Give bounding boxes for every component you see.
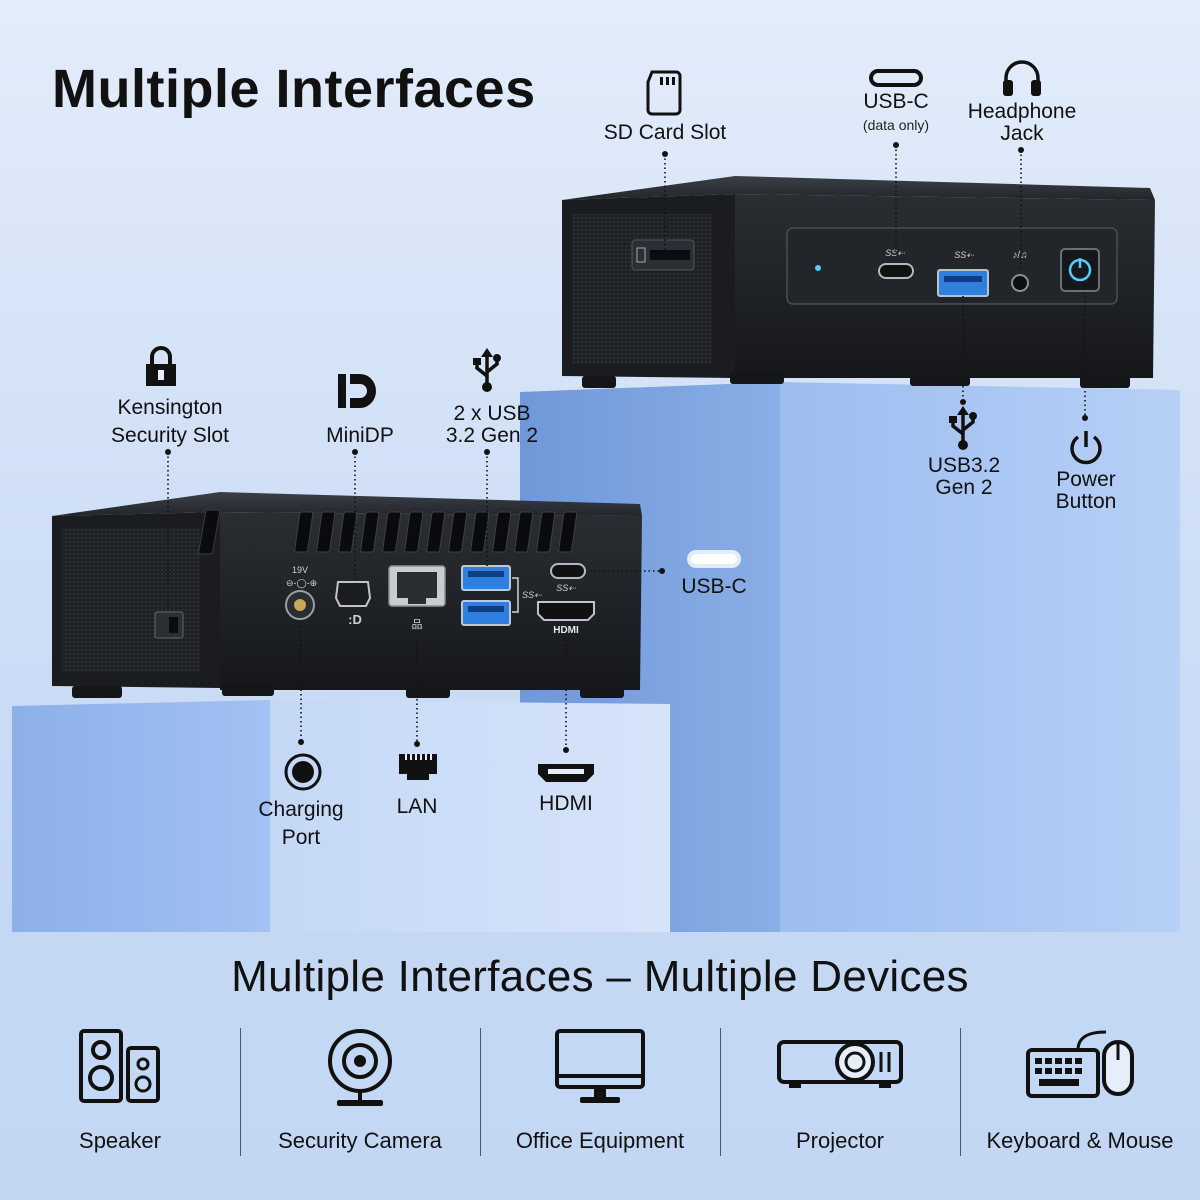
hdmi-mark: HDMI	[553, 625, 579, 636]
vent-slot	[492, 511, 512, 553]
headphone-label-2: Jack	[1000, 122, 1044, 145]
displayport-icon	[338, 374, 376, 408]
device-office-equipment: Office Equipment	[480, 1020, 720, 1170]
vent-slot	[470, 511, 490, 553]
device-keyboard-mouse: Keyboard & Mouse	[960, 1020, 1200, 1170]
divider	[480, 1028, 481, 1156]
usb2x-label-1: 2 x USB	[453, 402, 531, 425]
vent-slot	[360, 511, 380, 553]
device-label: Keyboard & Mouse	[986, 1128, 1174, 1153]
svg-text::D: :D	[348, 612, 362, 627]
headphone-label-1: Headphone	[967, 100, 1077, 123]
vent-slot	[558, 511, 578, 553]
divider	[960, 1028, 961, 1156]
hdmi-icon	[538, 764, 594, 782]
keyboard-mouse-icon	[1026, 1030, 1134, 1098]
svg-text:♪/♫: ♪/♫	[1012, 250, 1027, 261]
page-title: Multiple Interfaces	[52, 59, 536, 119]
vent-slot	[426, 511, 446, 553]
leader-lines	[167, 145, 1086, 750]
minidp-label: MiniDP	[326, 424, 394, 447]
vent-slot	[404, 511, 424, 553]
power-icon	[1070, 431, 1102, 465]
vent-slot	[316, 511, 336, 553]
usb-c-side-label: USB-C	[681, 575, 747, 598]
charging-label-2: Port	[281, 826, 321, 849]
devices-title: Multiple Interfaces – Multiple Devices	[231, 952, 969, 1001]
sd-card-icon	[646, 70, 682, 116]
ethernet-icon	[399, 754, 437, 780]
hdmi-label: HDMI	[539, 792, 593, 815]
lan-label: LAN	[396, 795, 438, 818]
top-device: SS⇠ SS⇠ ♪/♫	[562, 176, 1155, 388]
device-speaker: Speaker	[0, 1020, 240, 1170]
vent-slot	[338, 511, 358, 553]
usb-icon	[473, 348, 501, 392]
charging-label-1: Charging	[258, 798, 344, 821]
vent-slots	[294, 511, 578, 553]
headphone-icon	[1003, 60, 1041, 96]
camera-icon	[328, 1029, 392, 1106]
rear-ports: 19V ⊖-◯-⊕ :D 品 SS⇠ SS⇠ HDMI	[72, 563, 624, 698]
usb-c-side-icon	[687, 550, 741, 568]
speaker-icon	[79, 1029, 160, 1103]
vent-slot	[382, 511, 402, 553]
kensington-label-2: Security Slot	[111, 424, 229, 447]
device-label: Office Equipment	[515, 1128, 685, 1153]
usb-c-top-label: USB-C	[863, 90, 929, 113]
power-label-1: Power	[1056, 468, 1116, 491]
dc-port-icon	[284, 753, 322, 791]
svg-text:品: 品	[412, 618, 423, 631]
monitor-icon	[555, 1029, 645, 1103]
svg-text:SS⇠: SS⇠	[954, 250, 974, 260]
usb-c-icon	[869, 69, 923, 87]
volt-mark: 19V	[292, 565, 308, 575]
usb32-label-2: Gen 2	[935, 476, 993, 499]
power-label-2: Button	[1055, 490, 1117, 513]
device-security-camera: Security Camera	[240, 1020, 480, 1170]
usb2x-label-2: 3.2 Gen 2	[445, 424, 539, 447]
vent-slot	[536, 511, 556, 553]
device-label: Projector	[795, 1128, 885, 1153]
lock-icon	[146, 346, 176, 386]
device-label: Security Camera	[278, 1128, 442, 1153]
kensington-label-1: Kensington	[117, 396, 223, 419]
projector-icon	[777, 1040, 903, 1088]
vent-slot	[514, 511, 534, 553]
device-label: Speaker	[79, 1128, 161, 1153]
svg-text:SS⇠: SS⇠	[522, 590, 542, 600]
vent-slot	[448, 511, 468, 553]
svg-text:⊖-◯-⊕: ⊖-◯-⊕	[286, 578, 317, 589]
usb-icon-top	[949, 406, 977, 450]
divider	[240, 1028, 241, 1156]
devices-panel	[0, 932, 1200, 1200]
usb-c-top-note: (data only)	[862, 117, 930, 133]
vent-slot	[294, 511, 314, 553]
divider	[720, 1028, 721, 1156]
svg-text:SS⇠: SS⇠	[556, 583, 576, 593]
sd-card-label: SD Card Slot	[603, 121, 727, 144]
usb32-label-1: USB3.2	[927, 454, 1001, 477]
device-projector: Projector	[720, 1020, 960, 1170]
